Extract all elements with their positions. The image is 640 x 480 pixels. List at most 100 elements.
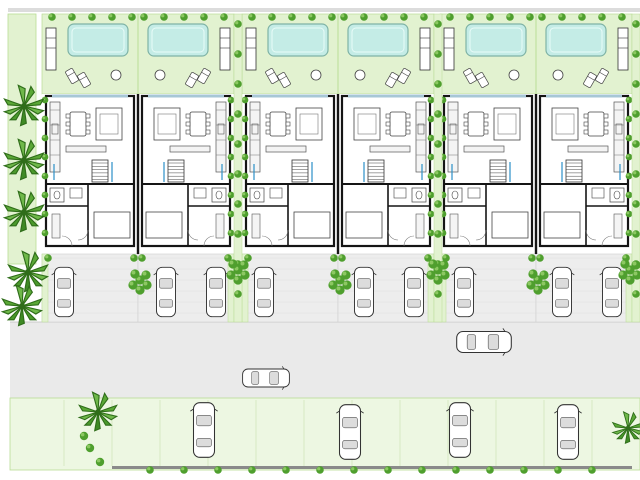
shrub-icon	[427, 191, 435, 199]
toilet	[451, 190, 459, 200]
door-swing	[187, 229, 199, 241]
toilet	[253, 190, 261, 200]
door-swing	[277, 229, 289, 241]
garden-storage	[443, 27, 455, 71]
shrub-icon	[380, 13, 388, 21]
shrub-icon	[526, 13, 534, 21]
shrub-icon	[341, 270, 351, 280]
shrub-icon	[227, 96, 235, 104]
shrub-icon	[140, 13, 148, 21]
shrub-icon	[536, 254, 544, 262]
shrub-icon	[558, 13, 566, 21]
garden-table	[552, 69, 564, 81]
kitchen-counter	[49, 101, 61, 173]
basin	[467, 187, 481, 199]
shrub-icon	[234, 170, 242, 178]
garden-table	[354, 69, 366, 81]
shrub-icon	[618, 13, 626, 21]
lower-parking-area	[9, 397, 640, 471]
shrub-icon	[625, 191, 633, 199]
shrub-icon	[146, 466, 154, 474]
door-swing	[475, 229, 487, 241]
shrub-icon	[632, 20, 640, 28]
garden-storage	[419, 27, 431, 71]
staircase-icon	[451, 159, 511, 183]
shrub-icon	[234, 20, 242, 28]
shrub-icon	[239, 260, 249, 270]
dining-table-icon	[385, 111, 411, 137]
car-icon	[553, 404, 583, 460]
shrub-icon	[330, 269, 340, 279]
living-sofa	[153, 107, 181, 141]
access-road	[10, 322, 640, 398]
dining-table-icon	[185, 111, 211, 137]
door-swing	[601, 235, 613, 247]
garden-storage	[617, 27, 629, 71]
shrub-icon	[335, 285, 345, 295]
shrub-icon	[200, 13, 208, 21]
shrub-icon	[539, 270, 549, 280]
shrub-icon	[241, 210, 249, 218]
shrub-icon	[241, 153, 249, 161]
shrub-icon	[234, 230, 242, 238]
shrub-icon	[427, 134, 435, 142]
shrub-icon	[434, 20, 442, 28]
car-icon	[242, 365, 290, 391]
shrub-icon	[241, 96, 249, 104]
kitchen-counter	[447, 101, 459, 173]
garden-storage	[45, 27, 57, 71]
basin	[393, 187, 407, 199]
dining-table-icon	[265, 111, 291, 137]
kitchen-counter	[249, 101, 261, 173]
basin	[591, 187, 605, 199]
car-icon	[401, 266, 427, 318]
shrub-icon	[360, 13, 368, 21]
shrub-icon	[428, 259, 438, 269]
shrub-icon	[528, 269, 538, 279]
door-swing	[459, 235, 471, 247]
shrub-icon	[241, 229, 249, 237]
shrub-icon	[434, 110, 442, 118]
sink	[251, 123, 259, 135]
shrub-icon	[282, 466, 290, 474]
shrub-icon	[340, 13, 348, 21]
townhouse-unit-2	[137, 13, 235, 323]
shrub-icon	[288, 13, 296, 21]
shrub-icon	[620, 259, 630, 269]
shrub-icon	[434, 200, 442, 208]
shrub-icon	[180, 466, 188, 474]
shrub-icon	[598, 13, 606, 21]
front-room	[543, 211, 581, 239]
dining-table-icon	[583, 111, 609, 137]
sink	[615, 123, 623, 135]
car-icon	[203, 266, 229, 318]
breakfast-bar	[567, 145, 609, 153]
shrub-icon	[384, 466, 392, 474]
shrub-icon	[632, 200, 640, 208]
shrub-icon	[625, 172, 633, 180]
shrub-icon	[228, 259, 238, 269]
shrub-icon	[248, 466, 256, 474]
shrub-icon	[434, 170, 442, 178]
shrub-icon	[141, 270, 151, 280]
shrub-icon	[180, 13, 188, 21]
shrub-icon	[632, 80, 640, 88]
shrub-icon	[434, 140, 442, 148]
shrub-icon	[234, 140, 242, 148]
top-boundary	[8, 8, 640, 12]
living-sofa	[295, 107, 323, 141]
shrub-icon	[625, 115, 633, 123]
door-swing	[203, 235, 215, 247]
living-sofa	[353, 107, 381, 141]
shrub-icon	[427, 229, 435, 237]
living-sofa	[95, 107, 123, 141]
shrub-icon	[79, 431, 89, 441]
front-room	[93, 211, 131, 239]
shrub-icon	[434, 230, 442, 238]
staircase-icon	[163, 159, 223, 183]
shrub-icon	[95, 457, 105, 467]
shrub-icon	[234, 290, 242, 298]
car-icon	[445, 402, 475, 458]
shrub-icon	[227, 210, 235, 218]
